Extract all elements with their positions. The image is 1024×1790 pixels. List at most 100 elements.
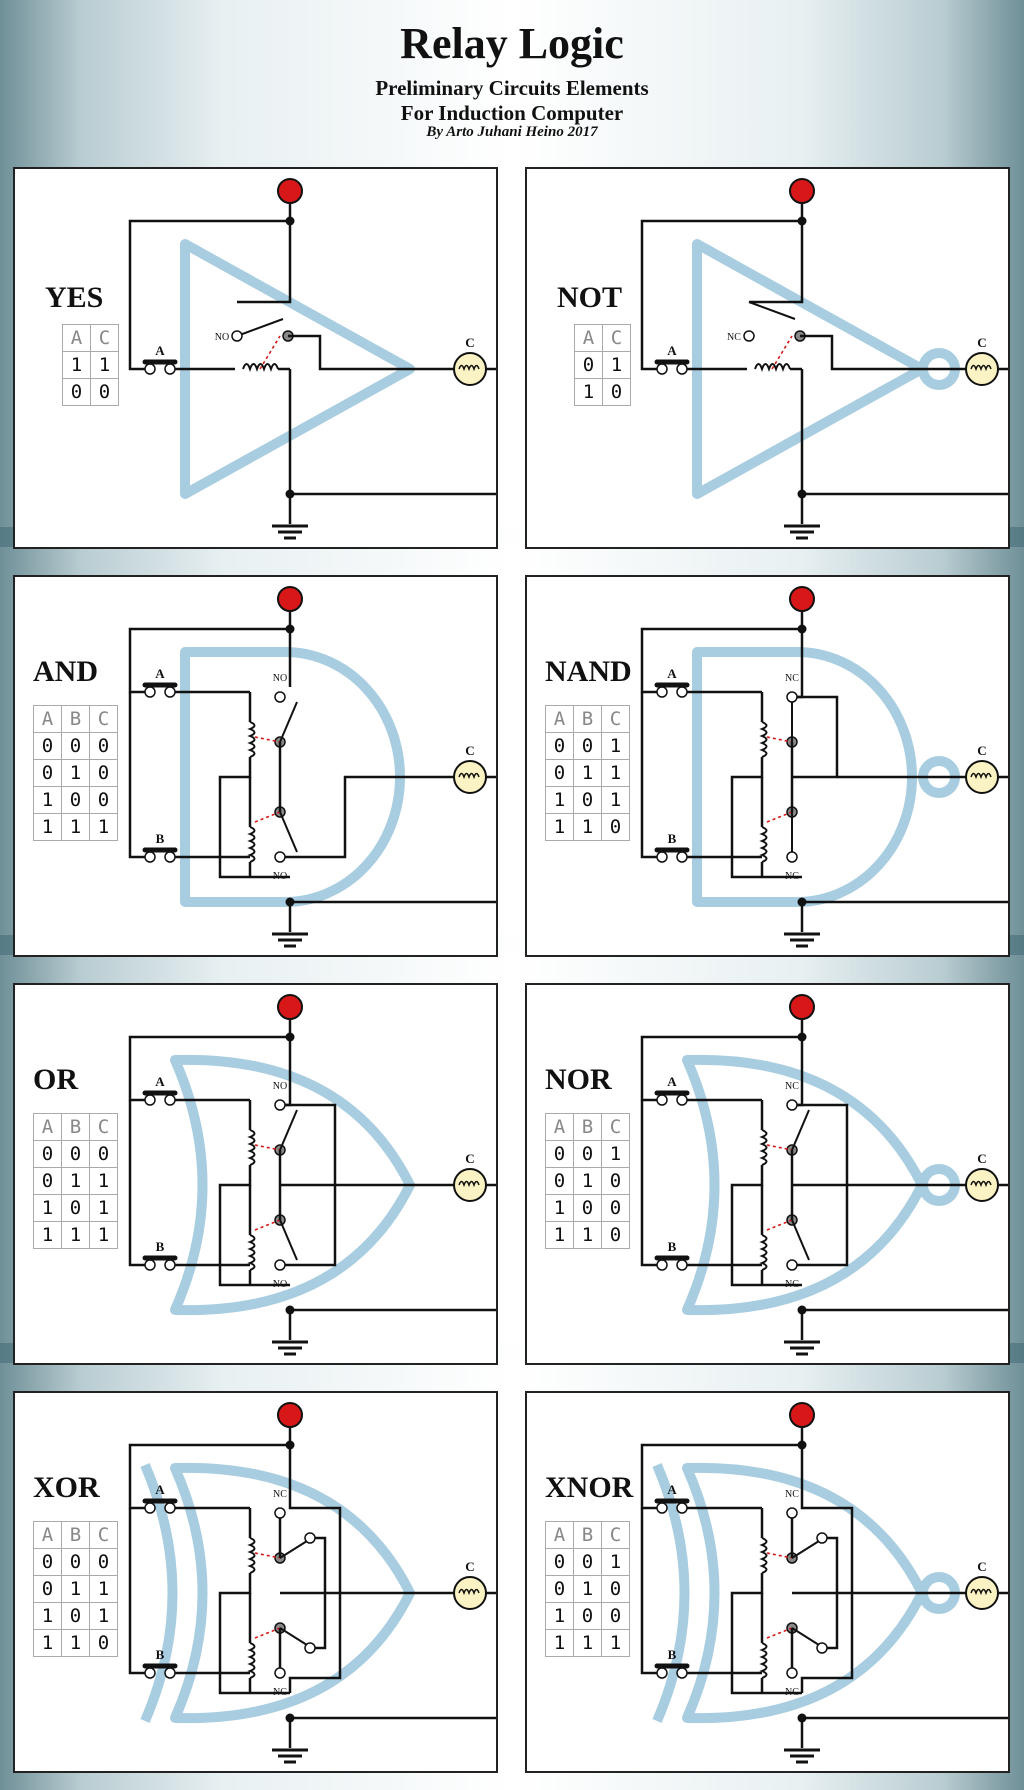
truth-table-header-cell: C — [89, 1113, 118, 1141]
truth-table-cell: 1 — [89, 1194, 118, 1222]
contact-terminal — [786, 1099, 798, 1111]
contact-terminal — [676, 1667, 688, 1679]
mechanical-link — [259, 335, 281, 370]
output-lamp-icon — [965, 1576, 999, 1610]
contact-terminal — [164, 1667, 176, 1679]
truth-table-cell: 0 — [89, 1548, 118, 1576]
truth-table-header-cell: B — [573, 1113, 602, 1141]
truth-table-cell: 0 — [61, 732, 90, 760]
or-outline — [170, 1462, 415, 1724]
input-label: A — [155, 343, 165, 358]
truth-table-cell: 0 — [573, 786, 602, 814]
junction-dot — [285, 489, 295, 499]
gate-name: AND — [33, 655, 98, 688]
truth-table-cell: 1 — [601, 786, 630, 814]
wire — [802, 775, 1008, 904]
contact-terminal — [274, 691, 286, 703]
input-label: A — [155, 666, 165, 681]
lamp-filament — [970, 1588, 992, 1596]
output-label: C — [465, 1559, 474, 1574]
contact-label-bottom: NC — [785, 1279, 799, 1290]
lamp-filament — [970, 772, 992, 780]
truth-table-cell: 1 — [573, 1629, 602, 1657]
output-lamp-icon — [453, 760, 487, 794]
contact-terminal — [274, 1667, 286, 1679]
truth-table-header-cell: C — [601, 1113, 630, 1141]
contact-terminal — [676, 1094, 688, 1106]
mechanical-link — [254, 811, 281, 823]
truth-table-cell: 0 — [545, 1167, 574, 1195]
gate-name: NOT — [557, 281, 623, 314]
contact-terminal — [164, 1259, 176, 1271]
truth-table-header-cell: C — [90, 324, 119, 352]
truth-table-cell: 0 — [89, 759, 118, 787]
input-label: B — [156, 831, 165, 846]
contact-terminal — [144, 1094, 156, 1106]
mechanical-link — [766, 1219, 793, 1231]
truth-table-cell: 1 — [601, 1140, 630, 1168]
relay-coil-icon — [247, 721, 256, 758]
or-outline — [170, 1054, 415, 1316]
truth-table-cell: 1 — [573, 1575, 602, 1603]
junction-dot — [797, 897, 807, 907]
input-label: B — [668, 1647, 677, 1662]
wire — [797, 1095, 804, 1107]
gate-name: NAND — [545, 655, 632, 688]
relay-coil-icon — [754, 363, 791, 373]
truth-table-header-cell: A — [33, 1521, 62, 1549]
input-label: A — [155, 1482, 165, 1497]
truth-table-cell: 1 — [61, 813, 90, 841]
author-credit: By Arto Juhani Heino 2017 — [426, 124, 598, 140]
contact-terminal — [144, 363, 156, 375]
contact-terminal — [656, 851, 668, 863]
contact-terminal — [676, 686, 688, 698]
truth-table-cell: 1 — [601, 759, 630, 787]
truth-table-cell: 1 — [33, 1194, 62, 1222]
relay-coil-icon — [247, 1537, 256, 1574]
power-terminal-icon — [277, 586, 303, 612]
contact-terminal — [743, 330, 755, 342]
truth-table-cell: 0 — [33, 1548, 62, 1576]
output-lamp-icon — [453, 1168, 487, 1202]
contact-label-bottom: NC — [785, 871, 799, 882]
truth-table-header-cell: A — [574, 324, 603, 352]
wire — [285, 775, 454, 859]
wire — [288, 1503, 342, 1693]
truth-table-cell: 1 — [61, 1575, 90, 1603]
contact-label: NO — [215, 332, 229, 343]
output-lamp-icon — [453, 352, 487, 386]
wire — [128, 627, 290, 694]
truth-table-cell: 0 — [33, 1575, 62, 1603]
page-subtitle-1: Preliminary Circuits Elements — [375, 76, 649, 100]
contact-terminal — [231, 330, 243, 342]
wire — [800, 334, 966, 371]
lamp-filament — [970, 1180, 992, 1188]
mechanical-link — [766, 1627, 793, 1639]
page-subtitle-2: For Induction Computer — [400, 101, 624, 125]
truth-table-cell: 0 — [61, 1602, 90, 1630]
and-outline — [180, 647, 405, 907]
contact-label-bottom: NO — [273, 1279, 287, 1290]
output-lamp-icon — [453, 1576, 487, 1610]
wire — [128, 1100, 150, 1267]
truth-table-cell: 1 — [545, 786, 574, 814]
lamp-filament — [458, 1180, 480, 1188]
junction-dot — [797, 1713, 807, 1723]
truth-table-cell: 1 — [601, 1548, 630, 1576]
truth-table-header-cell: A — [545, 705, 574, 733]
relay-coil-icon — [759, 826, 768, 863]
